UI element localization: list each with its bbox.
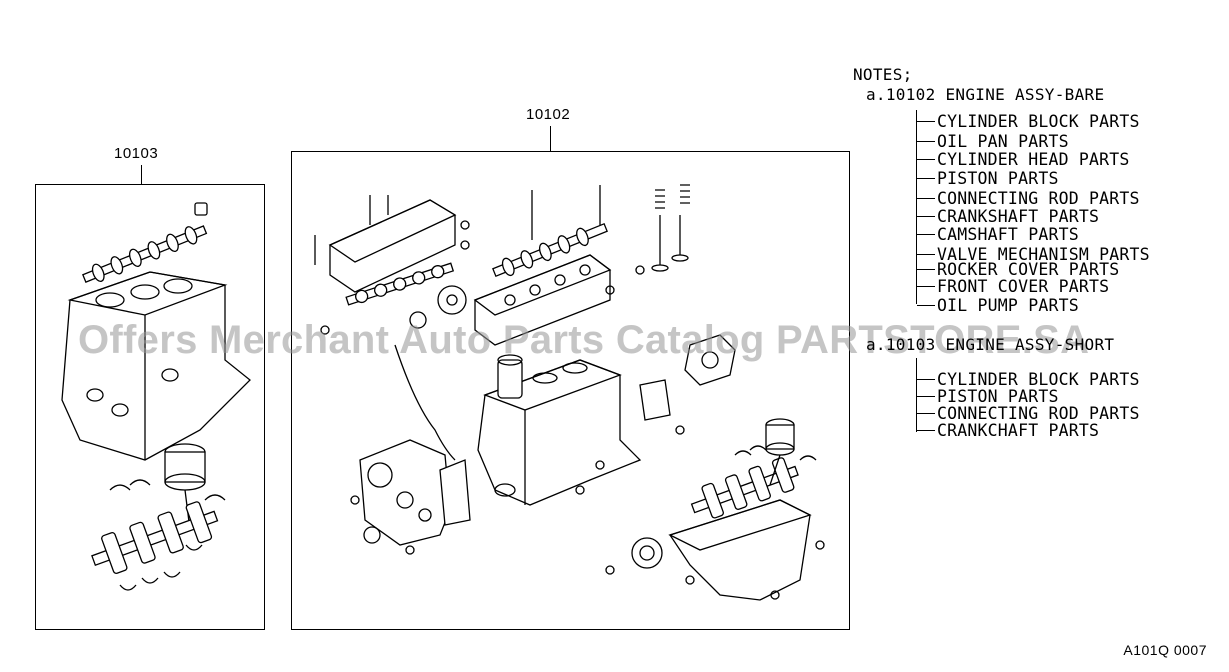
notes-group-a-item: OIL PAN PARTS: [917, 132, 1069, 151]
notes-group-b-item: CRANKCHAFT PARTS: [916, 421, 1100, 440]
bare-engine-drawing: [314, 184, 825, 601]
notes-group-b-tree-line: [916, 358, 917, 432]
short-block-drawing: [61, 202, 251, 591]
callout-10102: 10102: [526, 106, 571, 123]
notes-group-a-item: VALVE MECHANISM PARTS: [917, 245, 1150, 264]
leader-line-10103: [141, 165, 142, 185]
short-engine-frame: [35, 184, 265, 630]
notes-group-b-item: CONNECTING ROD PARTS: [917, 404, 1140, 423]
notes-group-b-item: PISTON PARTS: [917, 387, 1059, 406]
notes-group-a-tree-line: [916, 110, 917, 304]
notes-group-b-item: CYLINDER BLOCK PARTS: [917, 370, 1140, 389]
leader-line-10102: [550, 126, 551, 152]
notes-group-a-item: CAMSHAFT PARTS: [917, 225, 1079, 244]
notes-group-a-item: CRANKSHAFT PARTS: [916, 207, 1100, 226]
notes-group-a-item: CONNECTING ROD PARTS: [917, 189, 1140, 208]
notes-group-a-item: CYLINDER HEAD PARTS: [917, 150, 1130, 169]
notes-group-a-item: OIL PUMP PARTS: [917, 296, 1079, 315]
watermark-text: Offers Merchant Auto Parts Catalog PARTS…: [78, 318, 1090, 362]
notes-group-b-title: a.10103 ENGINE ASSY-SHORT: [866, 335, 1115, 354]
notes-group-a-title: a.10102 ENGINE ASSY-BARE: [866, 85, 1105, 104]
diagram-reference-code: A101Q 0007: [1123, 642, 1207, 658]
notes-group-a-item: ROCKER COVER PARTS: [916, 260, 1120, 279]
notes-group-a-item: CYLINDER BLOCK PARTS: [917, 112, 1140, 131]
notes-group-a-item: PISTON PARTS: [917, 169, 1059, 188]
notes-heading: NOTES;: [853, 65, 913, 84]
callout-10103: 10103: [114, 145, 159, 162]
notes-group-a-item: FRONT COVER PARTS: [916, 277, 1110, 296]
bare-engine-frame: [291, 151, 850, 630]
